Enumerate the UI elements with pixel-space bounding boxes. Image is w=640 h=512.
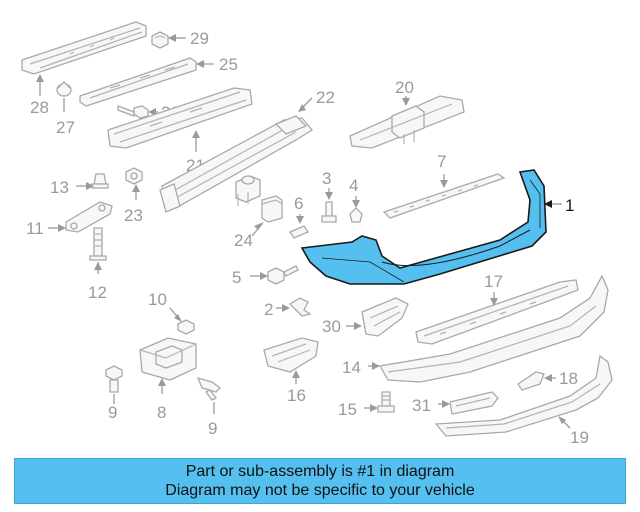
label-9-right[interactable]: 9	[208, 419, 217, 438]
part-30-bracket	[346, 297, 409, 337]
label-6[interactable]: 6	[294, 194, 303, 213]
banner-line-2: Diagram may not be specific to your vehi…	[165, 482, 475, 499]
label-14[interactable]: 14	[342, 358, 361, 377]
part-22-beam	[159, 97, 313, 213]
label-22[interactable]: 22	[316, 88, 335, 107]
part-11-bracket	[48, 201, 113, 233]
part-19-skid-trim	[434, 354, 613, 437]
part-29-nut	[151, 31, 186, 49]
label-13[interactable]: 13	[50, 178, 69, 197]
label-10[interactable]: 10	[148, 290, 167, 309]
label-20[interactable]: 20	[395, 78, 414, 97]
part-27-clip	[56, 81, 72, 112]
label-31[interactable]: 31	[412, 396, 431, 415]
label-29[interactable]: 29	[190, 29, 209, 48]
banner-line-1: Part or sub-assembly is #1 in diagram	[185, 463, 455, 480]
part-3-bolt	[321, 188, 337, 223]
part-1-bumper-cover[interactable]	[300, 169, 562, 285]
label-17[interactable]: 17	[484, 272, 503, 291]
label-8[interactable]: 8	[157, 403, 166, 422]
part-10-clip	[169, 307, 195, 335]
label-24[interactable]: 24	[234, 231, 253, 250]
part-2-clip	[276, 297, 312, 317]
part-25-absorber	[79, 57, 214, 107]
label-11[interactable]: 11	[26, 219, 44, 238]
label-19[interactable]: 19	[570, 428, 589, 447]
label-9-left[interactable]: 9	[108, 403, 117, 422]
label-15[interactable]: 15	[338, 400, 357, 419]
part-26-bolt	[117, 105, 158, 119]
label-7[interactable]: 7	[437, 152, 446, 171]
part-28-reinforcement	[21, 21, 147, 96]
part-14-lower-cover	[368, 274, 609, 383]
part-24-block	[251, 195, 283, 237]
part-9-bolt-right	[196, 377, 221, 414]
info-banner: Part or sub-assembly is #1 in diagram Di…	[14, 458, 626, 504]
label-1[interactable]: 1	[565, 196, 574, 215]
part-23-nut	[125, 167, 143, 200]
part-31-reflector	[438, 391, 499, 415]
part-16-bracket	[263, 337, 319, 384]
label-28[interactable]: 28	[30, 98, 49, 117]
part-20-bracket	[349, 95, 465, 149]
label-18[interactable]: 18	[559, 369, 578, 388]
part-12-bolt	[89, 227, 107, 274]
part-8-sensor	[139, 337, 197, 394]
label-12[interactable]: 12	[88, 283, 107, 302]
part-9-bolt-left	[105, 365, 123, 404]
label-5[interactable]: 5	[232, 268, 241, 287]
part-5-bolt	[250, 265, 299, 285]
part-7-strip	[382, 173, 506, 219]
label-30[interactable]: 30	[322, 317, 341, 336]
label-27[interactable]: 27	[56, 118, 75, 137]
label-3[interactable]: 3	[322, 169, 331, 188]
label-2[interactable]: 2	[264, 300, 273, 319]
part-21-bar	[107, 87, 253, 152]
parts-diagram: 29 28 27 25 26 21	[21, 21, 613, 447]
part-4-clip	[349, 196, 363, 223]
label-23[interactable]: 23	[124, 206, 143, 225]
label-4[interactable]: 4	[349, 176, 358, 195]
label-25[interactable]: 25	[219, 55, 238, 74]
part-13-clip	[76, 173, 109, 190]
part-18-clip	[517, 371, 556, 391]
part-17-valance	[415, 279, 579, 345]
part-15-bolt	[364, 391, 395, 413]
part-6-clip	[289, 214, 309, 239]
label-16[interactable]: 16	[287, 386, 306, 405]
